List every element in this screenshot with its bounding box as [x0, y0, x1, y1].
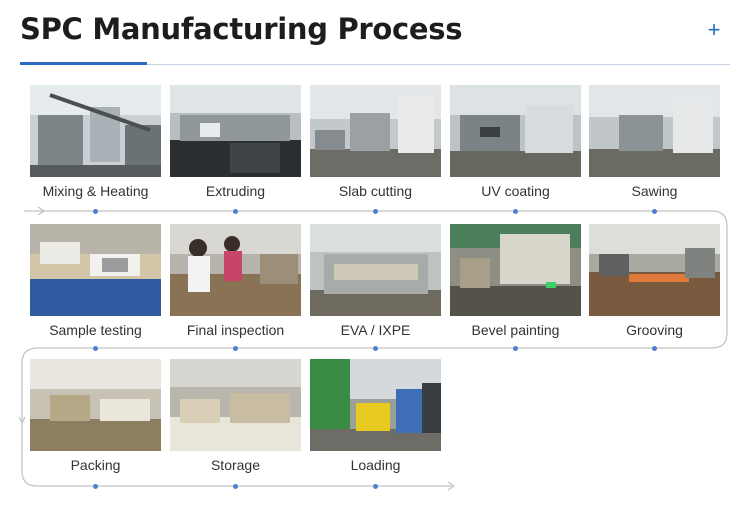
- step-dot: [373, 346, 378, 351]
- step-label: Mixing & Heating: [42, 183, 149, 199]
- title-divider: [20, 64, 730, 65]
- factory-photo: [170, 224, 301, 316]
- factory-photo: [310, 224, 441, 316]
- title-underline-accent: [20, 62, 147, 65]
- step-label: Storage: [210, 457, 261, 473]
- step-dot: [233, 209, 238, 214]
- process-step-mixing-heating: Mixing & Heating: [30, 85, 161, 199]
- step-label: Loading: [350, 457, 401, 473]
- process-step-final-inspection: Final inspection: [170, 224, 301, 338]
- plus-icon[interactable]: +: [707, 17, 721, 42]
- process-step-sawing: Sawing: [589, 85, 720, 199]
- factory-photo: [450, 85, 581, 177]
- process-step-slab-cutting: Slab cutting: [310, 85, 441, 199]
- step-dot: [93, 484, 98, 489]
- process-step-extruding: Extruding: [170, 85, 301, 199]
- step-label: Grooving: [626, 322, 683, 338]
- step-label: Sample testing: [49, 322, 142, 338]
- step-label: Extruding: [205, 183, 266, 199]
- process-step-uv-coating: UV coating: [450, 85, 581, 199]
- step-dot: [233, 484, 238, 489]
- step-label: Slab cutting: [338, 183, 413, 199]
- factory-photo: [30, 359, 161, 451]
- step-label: UV coating: [481, 183, 550, 199]
- step-label: Sawing: [631, 183, 678, 199]
- factory-photo: [450, 224, 581, 316]
- step-dot: [373, 209, 378, 214]
- step-label: Final inspection: [186, 322, 285, 338]
- step-dot: [652, 346, 657, 351]
- factory-photo: [310, 85, 441, 177]
- step-label: EVA / IXPE: [340, 322, 411, 338]
- process-step-packing: Packing: [30, 359, 161, 473]
- step-dot: [373, 484, 378, 489]
- step-dot: [513, 346, 518, 351]
- factory-photo: [170, 359, 301, 451]
- step-label: Bevel painting: [471, 322, 560, 338]
- factory-photo: [310, 359, 441, 451]
- process-step-loading: Loading: [310, 359, 441, 473]
- step-dot: [93, 209, 98, 214]
- step-dot: [93, 346, 98, 351]
- factory-photo: [589, 224, 720, 316]
- factory-photo: [170, 85, 301, 177]
- factory-photo: [589, 85, 720, 177]
- process-step-bevel-painting: Bevel painting: [450, 224, 581, 338]
- page-title: SPC Manufacturing Process: [20, 12, 463, 46]
- process-step-storage: Storage: [170, 359, 301, 473]
- process-step-grooving: Grooving: [589, 224, 720, 338]
- factory-photo: [30, 85, 161, 177]
- process-step-sample-testing: Sample testing: [30, 224, 161, 338]
- step-label: Packing: [70, 457, 121, 473]
- step-dot: [652, 209, 657, 214]
- step-dot: [233, 346, 238, 351]
- factory-photo: [30, 224, 161, 316]
- process-step-eva-ixpe: EVA / IXPE: [310, 224, 441, 338]
- step-dot: [513, 209, 518, 214]
